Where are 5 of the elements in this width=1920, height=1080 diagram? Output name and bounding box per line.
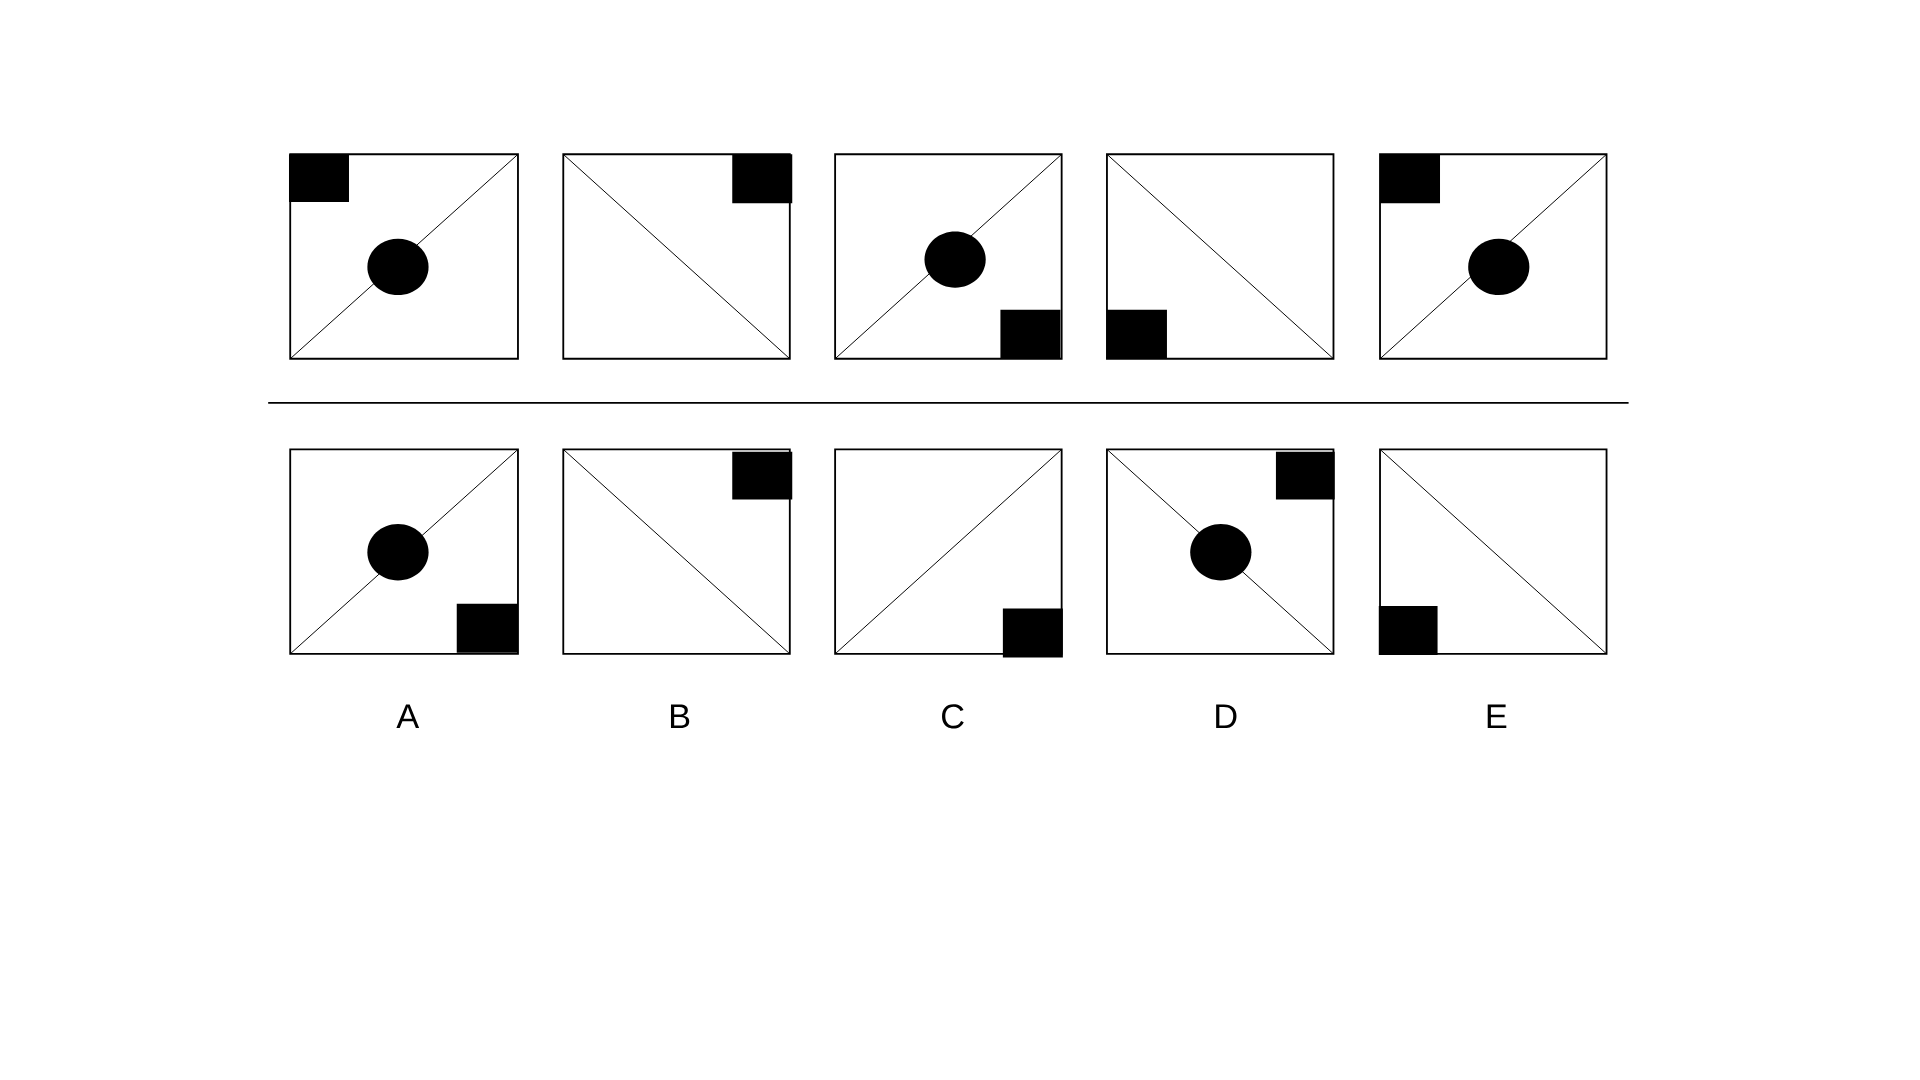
- option-letter: C: [942, 704, 964, 729]
- option-letter: B: [670, 704, 690, 729]
- option-letter: A: [396, 704, 420, 729]
- option-letter: E: [1487, 704, 1507, 729]
- option-letter: D: [1216, 704, 1237, 729]
